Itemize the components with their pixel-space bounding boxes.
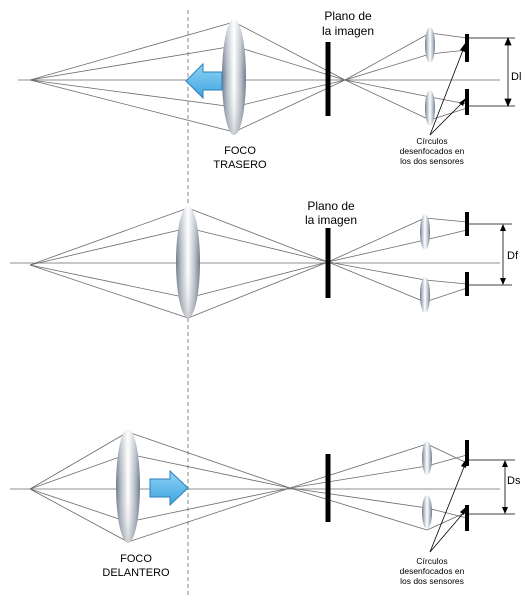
dimension-label: Ds <box>507 475 521 487</box>
separator-lens-bottom <box>425 90 435 126</box>
panel-rear-focus: Dl Plano de la imagen FOCO TRASERO Círcu… <box>18 9 521 171</box>
focus-label-line2: DELANTERO <box>102 567 170 579</box>
note-line1: Círculos <box>416 136 447 146</box>
separator-lens-top <box>422 441 432 475</box>
panel-focused: Df Plano de la imagen <box>10 199 519 319</box>
separator-lens-bottom <box>422 495 432 529</box>
dimension-label: Dl <box>511 71 521 83</box>
plane-label-line1: Plano de <box>324 9 372 23</box>
note-line2: desenfocados en <box>400 146 465 156</box>
note-line3: los dos sensores <box>400 576 464 586</box>
focus-direction-arrow-right <box>149 469 189 507</box>
plane-label-line2: la imagen <box>322 24 374 38</box>
plane-label-line1: Plano de <box>307 199 355 213</box>
panel-front-focus: Ds FOCO DELANTERO Círculos desenfocados … <box>10 429 521 586</box>
dimension-label: Df <box>507 250 519 262</box>
ray-fan-image <box>127 431 468 543</box>
ray-fan-object <box>29 21 235 133</box>
note-line2: desenfocados en <box>400 566 465 576</box>
ray-fan-object <box>29 207 189 319</box>
separator-lens-top <box>420 214 430 250</box>
plane-label-line2: la imagen <box>305 213 357 227</box>
note-line1: Círculos <box>416 556 447 566</box>
ray-fan-object <box>29 431 129 543</box>
separator-lens-top <box>425 27 435 63</box>
ray-fan-image <box>187 207 468 319</box>
focus-direction-arrow-left <box>185 62 223 100</box>
focus-label-line1: FOCO <box>224 145 256 157</box>
focus-label-line2: TRASERO <box>213 159 267 171</box>
focus-label-line1: FOCO <box>120 553 152 565</box>
separator-lens-bottom <box>420 277 430 313</box>
note-line3: los dos sensores <box>400 156 464 166</box>
